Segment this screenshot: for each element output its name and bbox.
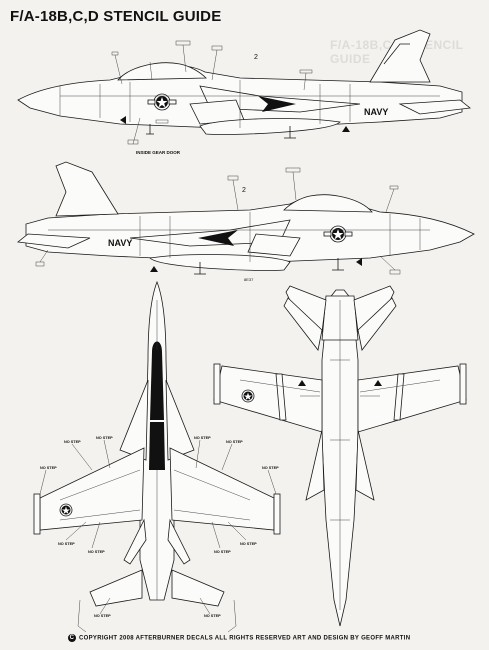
no-step-label: NO STEP	[94, 614, 111, 618]
bottom-plan-view	[213, 285, 467, 627]
bottom-profile-navy-marking: NAVY	[108, 238, 132, 248]
no-step-label: NO STEP	[88, 550, 105, 554]
page-title: F/A-18B,C,D STENCIL GUIDE	[10, 8, 222, 25]
copyright-icon: C	[68, 634, 76, 642]
no-step-label: NO STEP	[40, 466, 57, 470]
bottom-side-profile: NAVY 2 8E37	[17, 161, 475, 282]
no-step-label: NO STEP	[58, 542, 75, 546]
top-profile-navy-marking: NAVY	[364, 107, 388, 117]
no-step-label: NO STEP	[226, 440, 243, 444]
bottom-profile-panel-number: 2	[242, 187, 246, 194]
no-step-label: NO STEP	[214, 550, 231, 554]
inside-gear-door-callout: INSIDE GEAR DOOR	[136, 150, 181, 155]
copyright-text: COPYRIGHT 2008 AFTERBURNER DECALS ALL RI…	[79, 635, 411, 642]
top-plan-view	[33, 280, 281, 633]
top-side-profile: NAVY 2	[17, 29, 471, 145]
no-step-label: NO STEP	[194, 436, 211, 440]
no-step-label: NO STEP	[262, 466, 279, 470]
bottom-profile-panel-code: 8E37	[244, 277, 254, 282]
no-step-label: NO STEP	[64, 440, 81, 444]
no-step-label: NO STEP	[240, 542, 257, 546]
no-step-label: NO STEP	[204, 614, 221, 618]
top-profile-panel-number: 2	[254, 54, 258, 61]
no-step-label: NO STEP	[96, 436, 113, 440]
